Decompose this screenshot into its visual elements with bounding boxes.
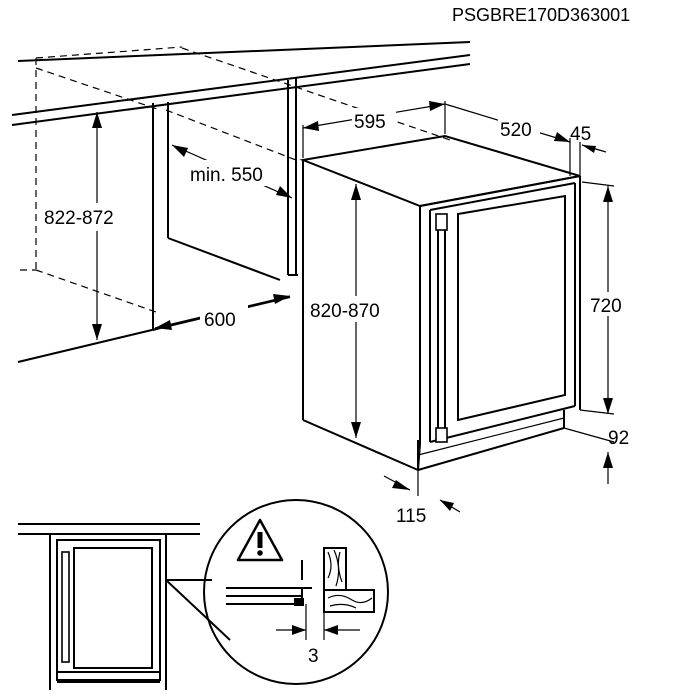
warning-icon: [236, 518, 284, 562]
niche-depth-dimension: min. 550: [171, 144, 293, 199]
appliance-depth-dimension: 520: [444, 103, 571, 176]
appliance-height-dimension: 820-870: [308, 184, 404, 438]
plinth-depth-dimension: 115: [383, 470, 461, 527]
niche-height-label: 822-872: [44, 208, 114, 229]
niche-width-dimension: 600: [154, 294, 291, 331]
plinth-height-dimension: 92: [563, 427, 629, 484]
appliance-width-label: 595: [354, 112, 386, 133]
clearance-gap-label: 3: [308, 646, 319, 667]
plinth-height-label: 92: [608, 428, 629, 449]
diagram-code: PSGBRE170D363001: [452, 5, 630, 25]
installed-appliance-view: [18, 523, 231, 690]
niche-depth-label: min. 550: [190, 165, 263, 186]
appliance-height-label: 820-870: [310, 301, 380, 322]
door-height-label: 720: [590, 296, 622, 317]
door-offset-dimension: 45: [570, 124, 607, 176]
appliance-body: [299, 134, 581, 471]
plinth-depth-label: 115: [396, 506, 426, 527]
niche-width-label: 600: [204, 310, 236, 331]
door-height-dimension: 720: [579, 181, 632, 415]
door-offset-label: 45: [570, 124, 591, 145]
niche-height-dimension: 822-872: [40, 112, 140, 340]
appliance-width-dimension: 595: [302, 101, 446, 158]
clearance-detail: 3: [203, 499, 389, 685]
appliance-depth-label: 520: [500, 120, 532, 141]
